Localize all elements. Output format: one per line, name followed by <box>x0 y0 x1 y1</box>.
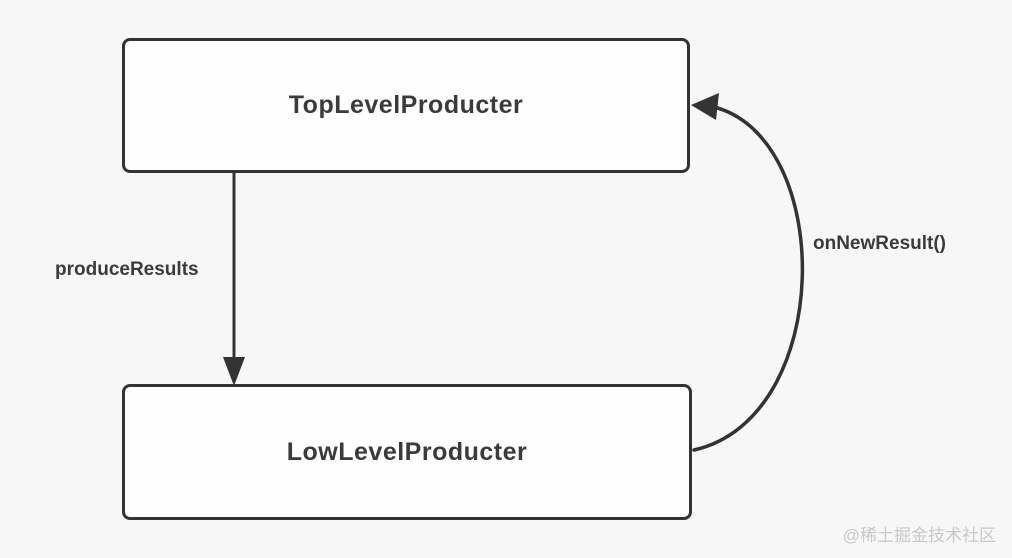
node-top-label: TopLevelProducter <box>288 91 524 119</box>
node-top-level-producer: TopLevelProducter <box>122 38 690 173</box>
edge-produce-results <box>223 173 245 386</box>
node-bottom-label: LowLevelProducter <box>286 437 528 466</box>
edge-label-produce-results: produceResults <box>55 259 199 280</box>
node-low-level-producer: LowLevelProducter <box>122 384 692 520</box>
arrowhead-down-icon <box>223 357 245 386</box>
arrowhead-left-icon <box>691 93 719 120</box>
edge-on-new-result <box>691 93 804 452</box>
edge-label-on-new-result: onNewResult() <box>813 233 946 254</box>
watermark-juejin-community: @稀土掘金技术社区 <box>842 526 996 545</box>
